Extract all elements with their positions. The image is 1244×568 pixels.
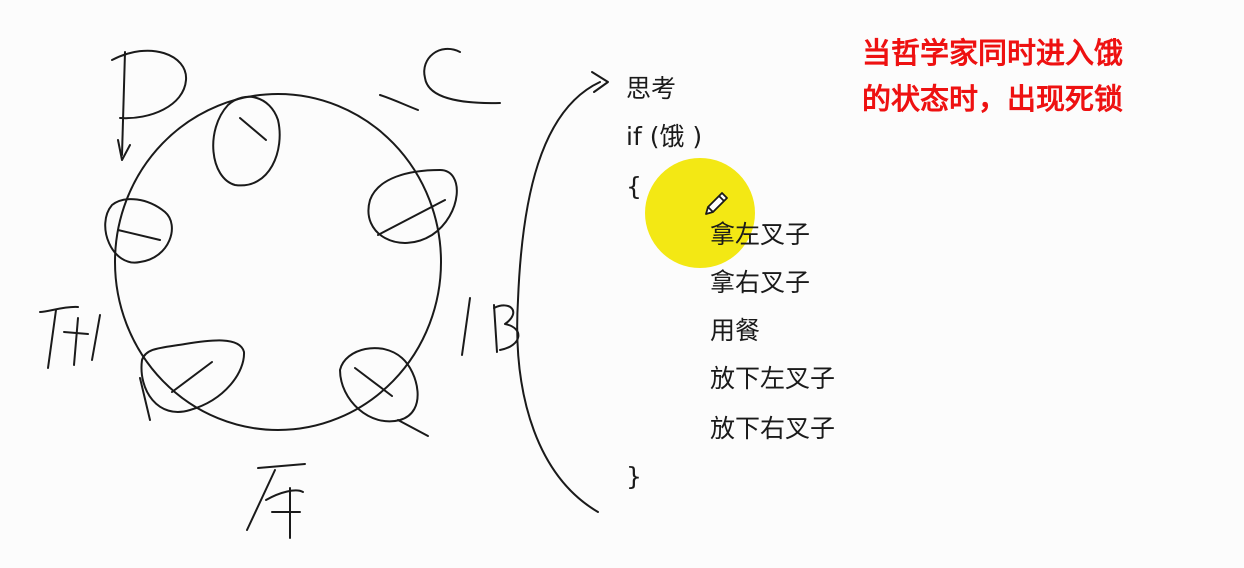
code-think: 思考 xyxy=(626,74,677,103)
deadlock-note-line-1: 当哲学家同时进入饿 xyxy=(862,36,1124,70)
code-take-left-fork: 拿左叉子 xyxy=(710,220,811,249)
fork-right xyxy=(367,169,458,244)
fork-bottom-right xyxy=(339,347,429,437)
deadlock-note-line-2: 的状态时，出现死锁 xyxy=(862,82,1124,116)
fork-bottom-left xyxy=(139,339,246,421)
philosopher-b-handwritten xyxy=(461,297,520,356)
fork-top xyxy=(212,95,281,187)
code-open-brace: { xyxy=(626,172,642,201)
philosopher-e-handwritten xyxy=(39,305,101,369)
philosopher-p-handwritten xyxy=(111,49,188,161)
code-put-right-fork: 放下右叉子 xyxy=(710,414,836,443)
loop-arrow xyxy=(516,71,609,513)
code-eat: 用餐 xyxy=(710,316,761,345)
pencil-icon xyxy=(705,192,728,215)
fork-left xyxy=(104,198,173,264)
code-close-brace: } xyxy=(626,462,642,491)
code-take-right-fork: 拿右叉子 xyxy=(710,268,811,297)
philosopher-a-handwritten xyxy=(246,463,306,539)
cursor-highlight xyxy=(645,158,755,268)
deadlock-note: 当哲学家同时进入饿 的状态时，出现死锁 xyxy=(862,30,1123,122)
table-circle xyxy=(114,93,442,431)
code-put-left-fork: 放下左叉子 xyxy=(710,364,836,393)
philosopher-c-handwritten xyxy=(379,47,501,111)
code-if-hungry: if (饿 ) xyxy=(626,122,703,151)
